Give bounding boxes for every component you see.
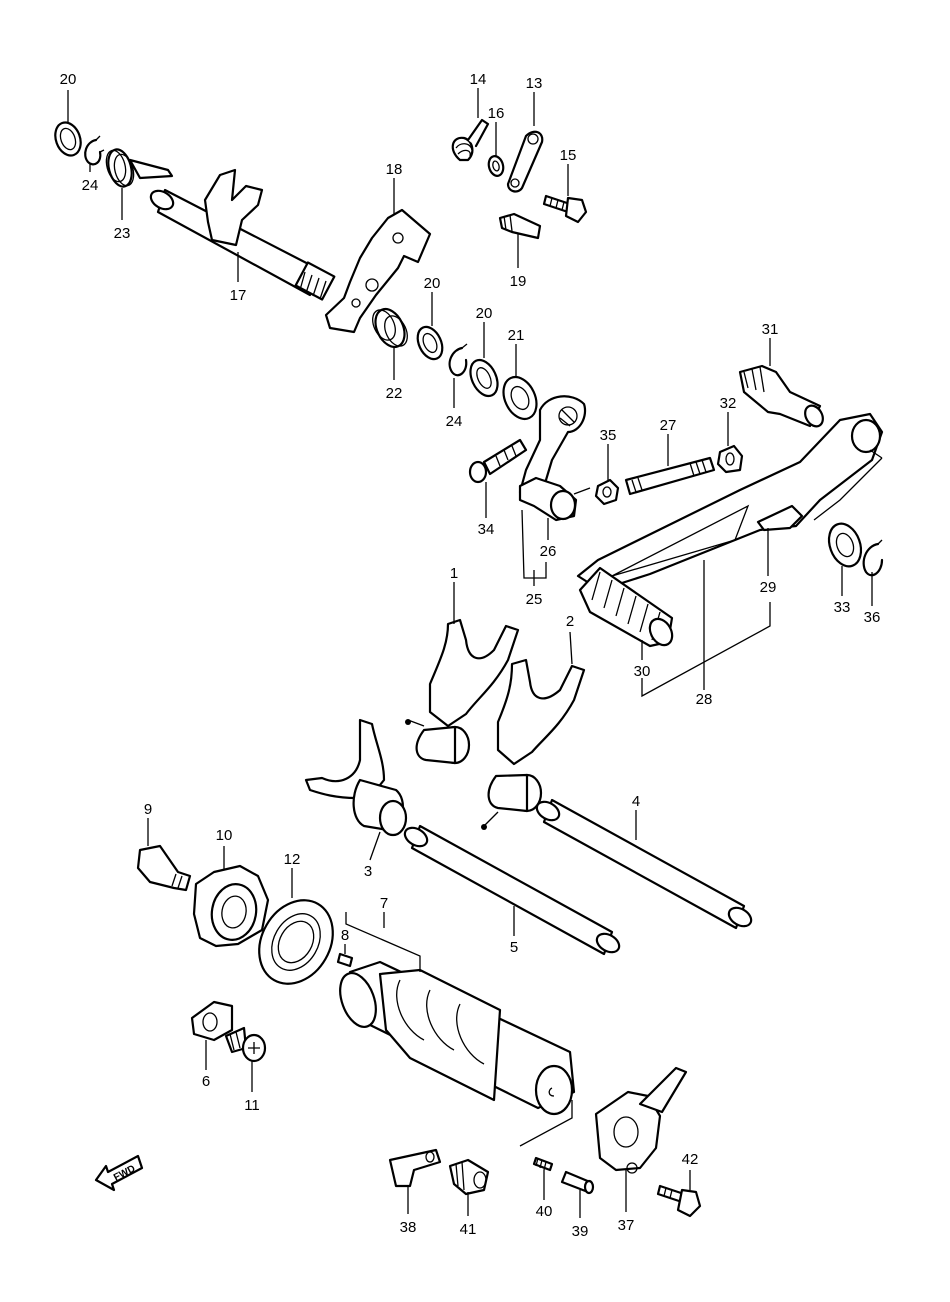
part-30-footpeg-rubber [578, 566, 674, 648]
callout-3: 3 [364, 863, 372, 880]
fwd-label: FWD [112, 1163, 137, 1183]
part-36-circlip [862, 539, 884, 577]
part-39-pin [560, 1170, 595, 1195]
part-20-washer-mid [416, 325, 444, 361]
callout-1: 1 [450, 565, 458, 582]
callout-31: 31 [762, 321, 779, 338]
part-8-pin [336, 952, 354, 968]
callout-13: 13 [526, 75, 543, 92]
part-3-shift-fork [304, 718, 408, 837]
callout-7: 7 [380, 895, 388, 912]
callout-34: 34 [478, 521, 495, 538]
part-7-cam-drum [339, 960, 576, 1116]
part-24-circlip-mid [448, 343, 468, 377]
callout-36: 36 [864, 609, 881, 626]
callout-20-lower: 20 [476, 305, 493, 322]
part-28-shift-lever [576, 412, 884, 592]
callout-16: 16 [488, 105, 505, 122]
callout-19: 19 [510, 273, 527, 290]
callout-27: 27 [660, 417, 677, 434]
callout-18: 18 [386, 161, 403, 178]
part-4-fork-shaft [535, 798, 753, 930]
callout-35: 35 [600, 427, 617, 444]
callout-21: 21 [508, 327, 525, 344]
part-14-spring [451, 118, 490, 162]
part-42-bolt [656, 1184, 702, 1218]
part-18-shift-arm [324, 208, 432, 334]
part-20-washer-lower [469, 358, 499, 398]
callout-30: 30 [634, 663, 651, 680]
callout-17: 17 [230, 287, 247, 304]
part-32-nut [716, 444, 744, 474]
callout-42: 42 [682, 1151, 699, 1168]
part-38-plate [388, 1148, 442, 1188]
part-37-cam-plate [594, 1066, 688, 1174]
callout-23: 23 [114, 225, 131, 242]
part-2-shift-fork [481, 658, 586, 830]
part-6-plate [190, 1000, 234, 1042]
callout-9: 9 [144, 801, 152, 818]
part-1-shift-fork [405, 618, 520, 765]
part-26-ball-joint [518, 476, 591, 522]
part-23-spring [105, 148, 174, 188]
callout-5: 5 [510, 939, 518, 956]
part-27-rod [624, 456, 716, 496]
callout-20-mid: 20 [424, 275, 441, 292]
callout-12: 12 [284, 851, 301, 868]
part-11-screw [224, 1026, 267, 1063]
part-41-bolt [448, 1158, 490, 1196]
callout-33: 33 [834, 599, 851, 616]
callout-40: 40 [536, 1203, 553, 1220]
part-40-spring [532, 1156, 554, 1172]
part-33-washer [827, 522, 863, 568]
callout-8: 8 [341, 927, 349, 944]
callout-28: 28 [696, 691, 713, 708]
callout-20-top: 20 [60, 71, 77, 88]
callout-29: 29 [760, 579, 777, 596]
part-20-washer-top [54, 121, 82, 157]
callout-41: 41 [460, 1221, 477, 1238]
part-19-pin [498, 212, 542, 240]
callout-15: 15 [560, 147, 577, 164]
callout-26: 26 [540, 543, 557, 560]
part-9-pin [136, 844, 192, 892]
part-13-link [506, 130, 544, 193]
forward-arrow-icon: FWD [94, 1154, 144, 1192]
callout-24-top: 24 [82, 177, 99, 194]
part-10-stopper [192, 864, 270, 948]
part-21-oil-seal [502, 375, 538, 421]
part-24-circlip-top [84, 135, 105, 166]
callout-39: 39 [572, 1223, 589, 1240]
callout-2: 2 [566, 613, 574, 630]
part-5-fork-shaft [403, 824, 621, 956]
callout-labels: 1 2 3 4 5 6 7 8 9 10 11 12 13 14 15 16 1… [60, 71, 881, 1240]
part-35-nut [594, 478, 620, 506]
callout-25: 25 [526, 591, 543, 608]
part-34-bolt [468, 438, 528, 484]
callout-14: 14 [470, 71, 487, 88]
callout-38: 38 [400, 1219, 417, 1236]
callout-4: 4 [632, 793, 640, 810]
part-22-spring [372, 307, 408, 349]
callout-6: 6 [202, 1073, 210, 1090]
callout-37: 37 [618, 1217, 635, 1234]
callout-32: 32 [720, 395, 737, 412]
callout-22: 22 [386, 385, 403, 402]
part-31-shaft-bolt [738, 364, 824, 428]
part-12-bearing [258, 899, 334, 985]
callout-10: 10 [216, 827, 233, 844]
part-16-washer [487, 155, 505, 177]
callout-24-mid: 24 [446, 413, 463, 430]
callout-11: 11 [244, 1097, 260, 1114]
leader-lines [67, 88, 883, 1218]
part-15-bolt [542, 194, 588, 224]
part-17-gearshift-shaft [149, 168, 336, 301]
